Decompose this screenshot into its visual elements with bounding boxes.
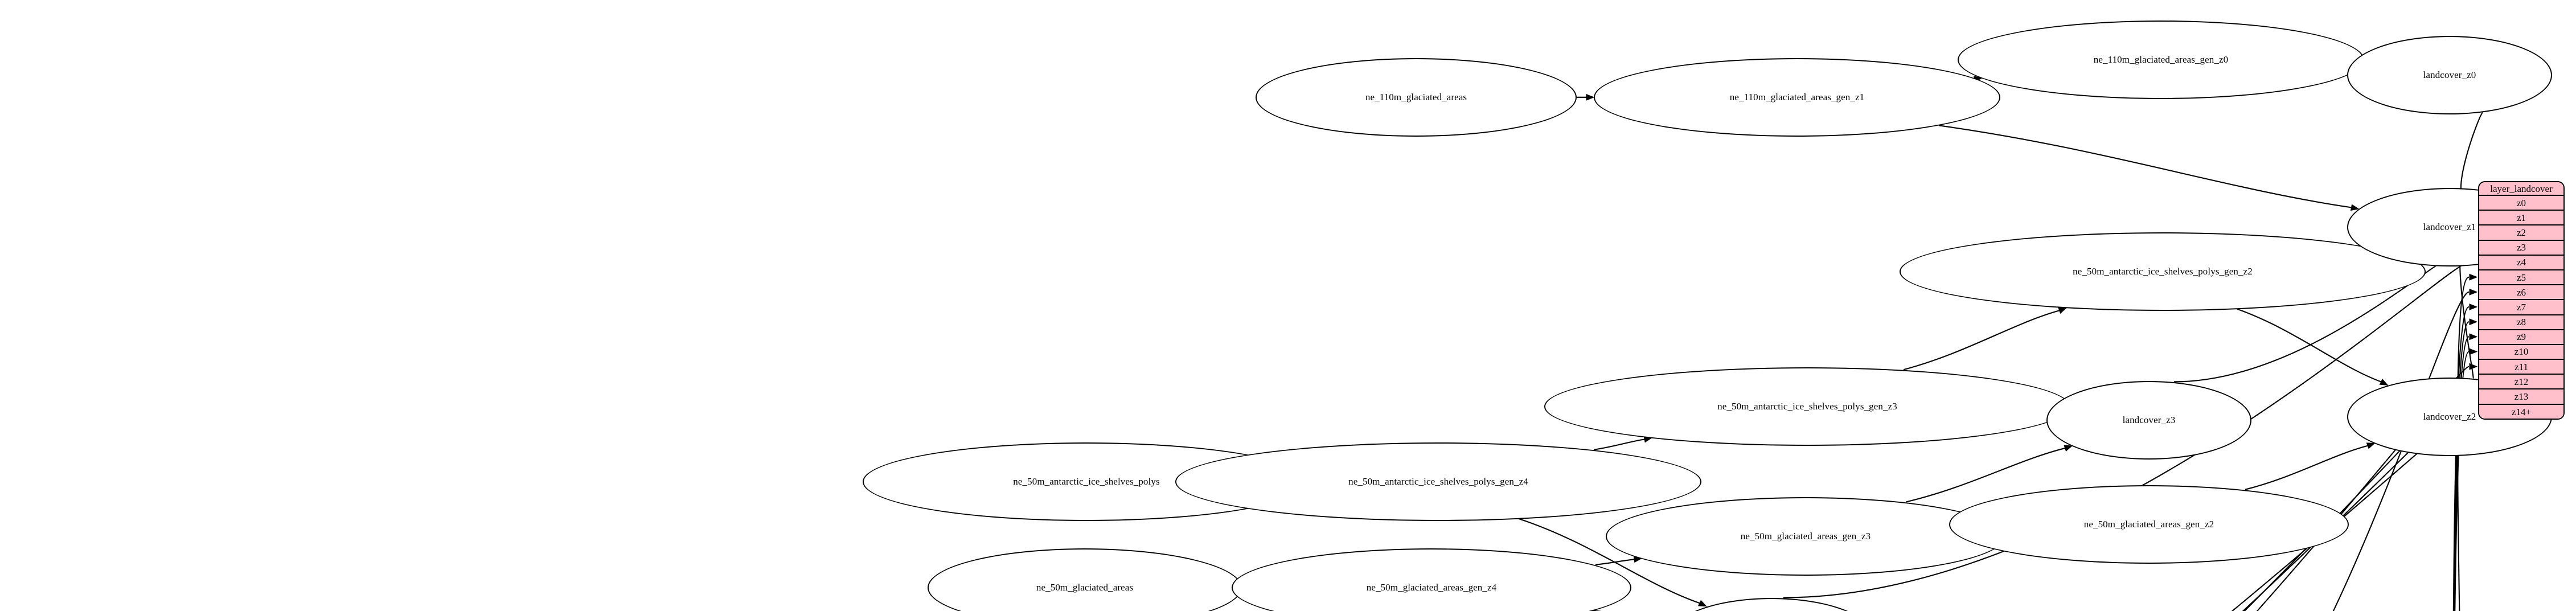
node-label: landcover_z2 [2423, 411, 2476, 422]
graph-edge [1594, 438, 1645, 450]
node-label: landcover_z0 [2423, 69, 2476, 80]
record-field-z13[interactable]: z13 [2479, 389, 2563, 405]
graph-edge [1906, 448, 2065, 503]
node-label: ne_50m_antarctic_ice_shelves_polys_gen_z… [2073, 266, 2253, 277]
graph-node-ne_50m_glaciated_areas_gen_z3[interactable]: ne_50m_glaciated_areas_gen_z3 [1606, 497, 2005, 576]
graph-node-ne_50m_antarctic_ice_shelves_polys_gen_z2[interactable]: ne_50m_antarctic_ice_shelves_polys_gen_z… [1900, 232, 2426, 311]
record-field-z4[interactable]: z4 [2479, 255, 2563, 270]
graph-edge [1903, 310, 2060, 371]
record-field-z1[interactable]: z1 [2479, 211, 2563, 226]
record-field-z11[interactable]: z11 [2479, 360, 2563, 375]
node-label: ne_110m_glaciated_areas_gen_z1 [1729, 92, 1865, 102]
edge-arrowhead [2366, 442, 2376, 449]
graph-edge [2242, 396, 2470, 611]
node-label: ne_50m_antarctic_ice_shelves_polys_gen_z… [1717, 401, 1897, 412]
record-title: layer_landcover [2479, 182, 2563, 196]
graph-edge [2453, 321, 2470, 611]
edge-arrowhead [2469, 288, 2478, 296]
node-label: ne_110m_glaciated_areas_gen_z0 [2093, 54, 2229, 65]
edge-arrowhead [2469, 333, 2478, 341]
graph-node-ne_50m_antarctic_ice_shelves_polys_gen_z3[interactable]: ne_50m_antarctic_ice_shelves_polys_gen_z… [1544, 367, 2070, 446]
node-label: ne_50m_glaciated_areas [1036, 582, 1134, 593]
graph-edge [1518, 518, 1700, 604]
graph-edge [2456, 276, 2470, 611]
edge-arrowhead [2379, 378, 2389, 386]
record-field-z3[interactable]: z3 [2479, 240, 2563, 256]
graph-edge [1938, 125, 2352, 208]
graph-node-ne_50m_glaciated_areas_gen_z2[interactable]: ne_50m_glaciated_areas_gen_z2 [1949, 485, 2349, 564]
graph-node-ne_50m_antarctic_ice_shelves_polys_gen_z4[interactable]: ne_50m_antarctic_ice_shelves_polys_gen_z… [1175, 442, 1701, 521]
edge-arrowhead [2064, 445, 2073, 452]
node-label: ne_110m_glaciated_areas [1365, 92, 1467, 102]
record-field-z7[interactable]: z7 [2479, 300, 2563, 315]
node-label: landcover_z1 [2423, 222, 2476, 232]
graph-edge [1595, 559, 1635, 565]
record-field-z0[interactable]: z0 [2479, 196, 2563, 211]
graph-node-landcover_z0[interactable]: landcover_z0 [2347, 36, 2552, 114]
record-field-z9[interactable]: z9 [2479, 330, 2563, 345]
node-label: ne_50m_glaciated_areas_gen_z2 [2083, 519, 2214, 530]
graph-edge [2245, 445, 2368, 490]
record-field-z5[interactable]: z5 [2479, 270, 2563, 286]
node-label: ne_50m_antarctic_ice_shelves_polys_gen_z… [1348, 476, 1528, 487]
graph-edge [2332, 291, 2470, 611]
graph-node-ne_110m_glaciated_areas_gen_z1[interactable]: ne_110m_glaciated_areas_gen_z1 [1594, 58, 2000, 137]
node-label: landcover_z3 [2122, 415, 2176, 425]
edge-arrowhead [2469, 318, 2478, 326]
record-field-z10[interactable]: z10 [2479, 345, 2563, 360]
edge-arrowhead [1698, 600, 1707, 607]
edge-arrowhead [2350, 204, 2360, 211]
graph-node-ne_110m_glaciated_areas[interactable]: ne_110m_glaciated_areas [1256, 58, 1577, 137]
node-label: ne_50m_antarctic_ice_shelves_polys [1013, 476, 1160, 487]
record-field-z14+[interactable]: z14+ [2479, 404, 2563, 419]
edge-arrowhead [2469, 363, 2478, 370]
record-field-z2[interactable]: z2 [2479, 225, 2563, 241]
graph-node-landcover_z3[interactable]: landcover_z3 [2046, 381, 2251, 460]
record-field-z8[interactable]: z8 [2479, 315, 2563, 330]
graph-node-ne_110m_glaciated_areas_gen_z0[interactable]: ne_110m_glaciated_areas_gen_z0 [1958, 20, 2364, 99]
graph-edge [2237, 308, 2382, 383]
record-field-z6[interactable]: z6 [2479, 285, 2563, 301]
edge-arrowhead [2469, 304, 2478, 310]
node-label: ne_50m_glaciated_areas_gen_z4 [1366, 582, 1497, 593]
record-field-z12[interactable]: z12 [2479, 375, 2563, 390]
graph-edge [2452, 306, 2470, 611]
graph-edge [2243, 380, 2470, 611]
edge-arrowhead [2058, 307, 2068, 314]
edge-arrowhead [2469, 348, 2478, 355]
edge-arrowhead [1586, 93, 1595, 101]
node-label: ne_50m_glaciated_areas_gen_z3 [1740, 531, 1871, 542]
graph-edge [2231, 411, 2470, 611]
edge-arrowhead [2469, 273, 2478, 281]
